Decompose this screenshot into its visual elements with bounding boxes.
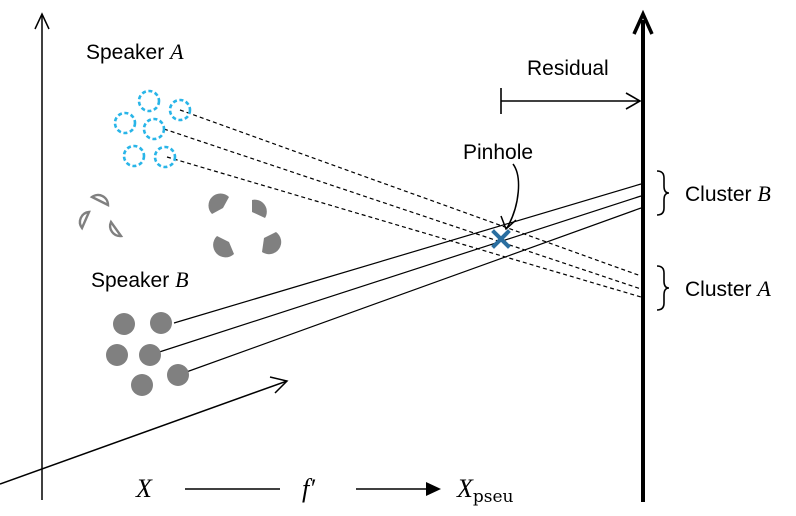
x-mark-icon <box>491 229 511 249</box>
left-axis-arrowhead <box>34 12 50 30</box>
sector-filled-icon <box>252 199 267 218</box>
speaker-a-point <box>153 145 177 169</box>
speaker-b-label: Speaker B <box>91 267 189 292</box>
speaker-b-rays <box>149 183 642 376</box>
residual-arrowhead <box>625 92 642 110</box>
cluster-a-label: Cluster A <box>685 276 771 301</box>
cluster-b-var: B <box>757 181 771 206</box>
ray-a-2 <box>163 128 642 290</box>
sector-filled-icon <box>262 232 282 255</box>
formula-input: X <box>136 474 152 503</box>
formula-output-symbol: X <box>457 474 473 503</box>
speaker-b-point <box>113 313 135 335</box>
half-circle-outline-icon <box>109 219 124 238</box>
speaker-a-point <box>113 111 137 135</box>
cluster-b-prefix: Cluster <box>685 183 752 206</box>
speaker-a-var: A <box>170 39 184 64</box>
filled-sector-markers <box>208 193 282 258</box>
curly-brace-icon <box>656 265 670 311</box>
speaker-a-points <box>113 89 192 169</box>
formula-output: Xpseu <box>457 476 514 506</box>
ray-a-1 <box>179 109 642 277</box>
half-circle-outline-icon <box>89 193 110 207</box>
ray-b-2 <box>149 195 642 356</box>
speaker-b-point <box>167 364 189 386</box>
speaker-b-point <box>139 344 161 366</box>
half-circle-outline-icon <box>78 210 91 231</box>
depth-axis <box>0 380 288 485</box>
formula-mapping: f′ <box>302 474 315 503</box>
cluster-a-var: A <box>757 276 771 301</box>
projection-plane-arrowhead <box>632 9 654 35</box>
speaker-b-points <box>106 312 189 396</box>
speaker-b-var: B <box>175 267 189 292</box>
speaker-a-label: Speaker A <box>86 39 184 64</box>
cluster-b-label: Cluster B <box>685 181 771 206</box>
ray-b-1 <box>173 183 642 324</box>
speaker-a-rays <box>163 109 642 298</box>
pinhole-pointer <box>506 163 520 229</box>
pinhole-pointer-arrowhead <box>500 215 517 231</box>
sector-filled-icon <box>213 236 234 258</box>
depth-axis-arrowhead <box>269 376 289 394</box>
speaker-b-point <box>106 344 128 366</box>
formula-arrow-2-head <box>426 482 441 496</box>
ray-a-3 <box>166 156 642 298</box>
formula-output-subscript: pseu <box>472 487 514 507</box>
speaker-b-point <box>131 374 153 396</box>
cluster-a-prefix: Cluster <box>685 278 752 301</box>
speaker-a-prefix: Speaker <box>86 41 165 64</box>
outline-half-markers <box>78 193 124 238</box>
speaker-a-point <box>142 117 166 141</box>
speaker-b-point <box>150 312 172 334</box>
residual-label: Residual <box>527 57 609 80</box>
ray-b-3 <box>177 207 642 376</box>
speaker-a-point <box>137 89 161 113</box>
sector-filled-icon <box>208 193 229 214</box>
speaker-a-point <box>168 98 192 122</box>
speaker-a-point <box>122 144 146 168</box>
speaker-b-prefix: Speaker <box>91 269 170 292</box>
pinhole-label: Pinhole <box>463 141 534 164</box>
curly-brace-icon <box>656 170 670 216</box>
